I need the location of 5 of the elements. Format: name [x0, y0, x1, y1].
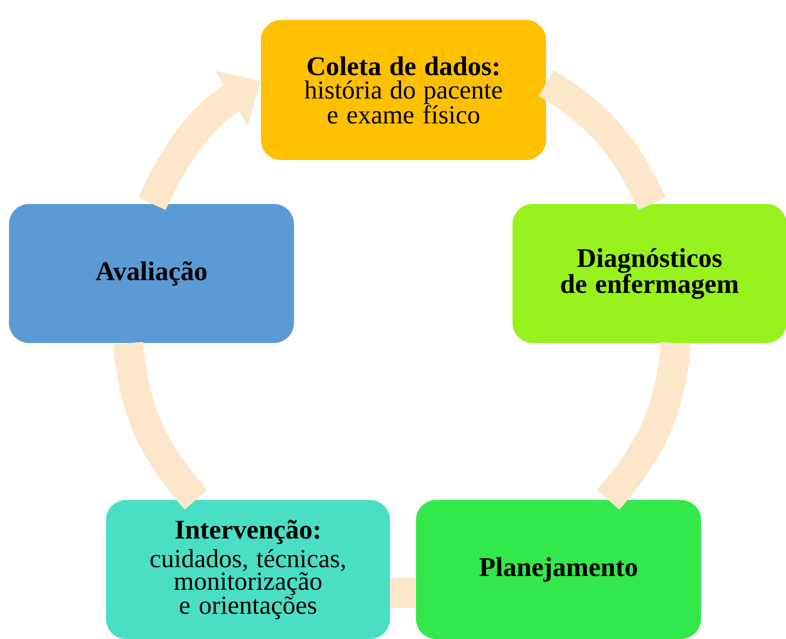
process-box: Intervenção: cuidados, técnicas, monitorização e orientações — [106, 500, 390, 639]
process-box: Diagnósticos de enfermagem — [512, 204, 786, 343]
process-box: Coleta de dados: história do pacente e exame físico — [261, 20, 546, 160]
process-box: Planejamento — [416, 500, 702, 639]
process-box: Avaliação — [9, 204, 294, 343]
